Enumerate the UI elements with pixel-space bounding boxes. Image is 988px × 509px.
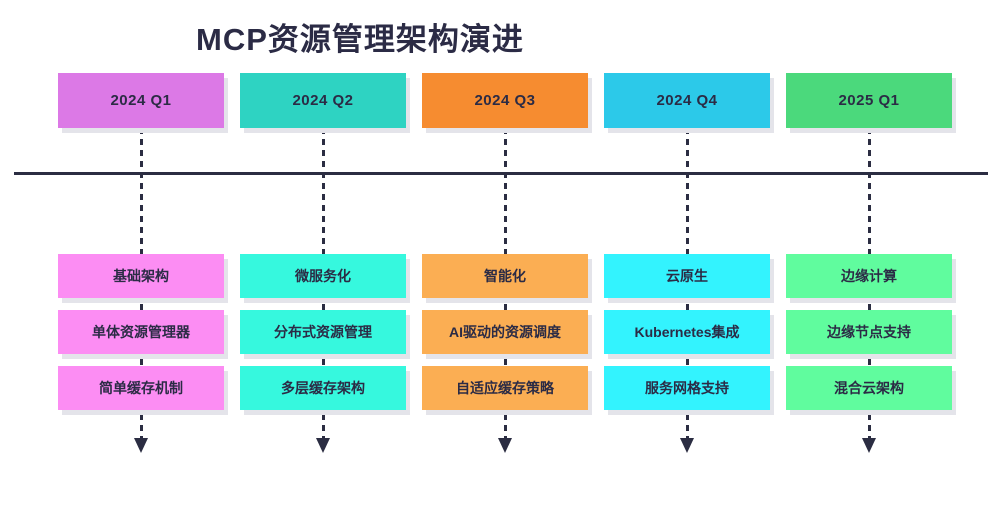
timeline-column: 2024 Q2 微服务化分布式资源管理多层缓存架构 <box>240 0 406 509</box>
milestone-item-box: 服务网格支持 <box>604 366 770 410</box>
quarter-label: 2025 Q1 <box>838 92 900 109</box>
timeline-column: 2024 Q4 云原生 Kubernetes集成服务网格支持 <box>604 0 770 509</box>
arrow-down-icon <box>134 438 148 453</box>
quarter-header-box: 2024 Q2 <box>240 73 406 128</box>
quarter-header-box: 2025 Q1 <box>786 73 952 128</box>
milestone-item-box: 边缘节点支持 <box>786 310 952 354</box>
quarter-header-box: 2024 Q1 <box>58 73 224 128</box>
milestone-item-box: 多层缓存架构 <box>240 366 406 410</box>
arrow-down-icon <box>498 438 512 453</box>
milestone-item-box: 云原生 <box>604 254 770 298</box>
milestone-item-box: 分布式资源管理 <box>240 310 406 354</box>
quarter-label: 2024 Q3 <box>474 92 536 109</box>
milestone-item-box: 智能化 <box>422 254 588 298</box>
milestone-item-box: Kubernetes集成 <box>604 310 770 354</box>
page-title: MCP资源管理架构演进 <box>196 22 524 57</box>
arrow-down-icon <box>316 438 330 453</box>
quarter-label: 2024 Q4 <box>656 92 718 109</box>
timeline-axis-line <box>14 172 988 175</box>
milestone-item-box: 微服务化 <box>240 254 406 298</box>
milestone-item-box: 自适应缓存策略 <box>422 366 588 410</box>
arrow-down-icon <box>862 438 876 453</box>
milestone-item-box: 基础架构 <box>58 254 224 298</box>
milestone-item-box: 简单缓存机制 <box>58 366 224 410</box>
milestone-item-box: AI驱动的资源调度 <box>422 310 588 354</box>
timeline-column: 2024 Q3 智能化 AI驱动的资源调度自适应缓存策略 <box>422 0 588 509</box>
timeline-column: 2024 Q1 基础架构单体资源管理器简单缓存机制 <box>58 0 224 509</box>
quarter-header-box: 2024 Q4 <box>604 73 770 128</box>
quarter-label: 2024 Q2 <box>292 92 354 109</box>
milestone-item-box: 混合云架构 <box>786 366 952 410</box>
arrow-down-icon <box>680 438 694 453</box>
milestone-item-box: 单体资源管理器 <box>58 310 224 354</box>
timeline-column: 2025 Q1 边缘计算边缘节点支持混合云架构 <box>786 0 952 509</box>
quarter-header-box: 2024 Q3 <box>422 73 588 128</box>
quarter-label: 2024 Q1 <box>110 92 172 109</box>
milestone-item-box: 边缘计算 <box>786 254 952 298</box>
